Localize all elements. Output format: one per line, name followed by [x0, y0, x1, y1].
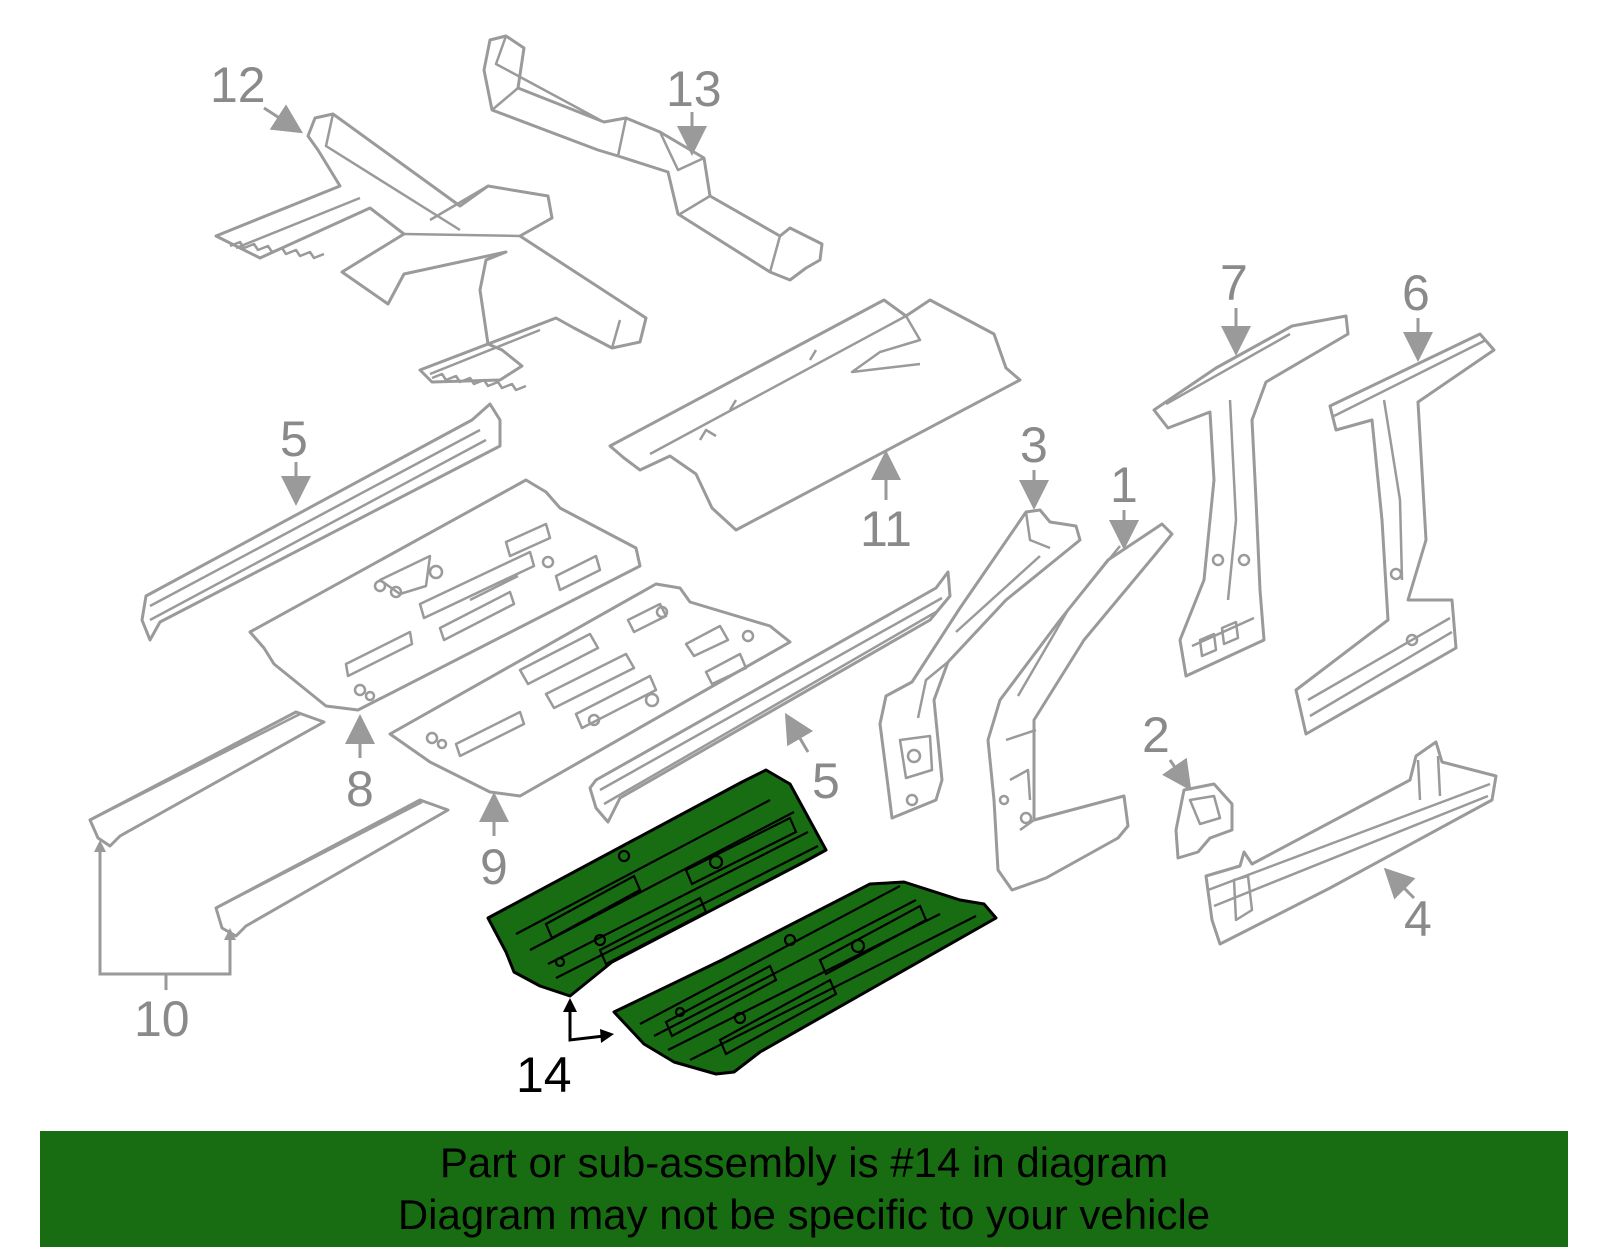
callout-11: 11	[860, 501, 912, 557]
info-banner: Part or sub-assembly is #14 in diagram D…	[40, 1131, 1568, 1247]
callout-5-upper: 5	[280, 411, 308, 467]
part-11-rear-floor-pan	[608, 298, 1022, 532]
part-8-floor-pan	[248, 478, 642, 712]
part-5-rocker-upper	[140, 402, 502, 642]
part-10-reinforcement	[88, 710, 450, 938]
part-13-rear-crossmember	[482, 34, 824, 282]
callout-10: 10	[134, 991, 190, 1047]
part-9-floor-pan	[388, 582, 792, 798]
part-4-rocker-outer	[1204, 740, 1498, 946]
part-6-b-pillar-outer	[1294, 332, 1496, 736]
part-5-rocker-lower	[588, 570, 952, 824]
callout-1: 1	[1110, 457, 1138, 513]
callout-8: 8	[346, 761, 374, 817]
callout-13: 13	[666, 61, 722, 117]
callout-6: 6	[1402, 265, 1430, 321]
callout-7: 7	[1220, 255, 1248, 311]
banner-line-1: Part or sub-assembly is #14 in diagram	[439, 1139, 1169, 1186]
callout-14: 14	[516, 1047, 572, 1103]
leader-lines	[94, 104, 1433, 1043]
callout-5-lower: 5	[812, 753, 840, 809]
callout-2: 2	[1142, 707, 1170, 763]
callout-labels: 12 13 5 11 3 1 7 6 8 9 5 2 4 10 14	[134, 57, 1432, 1103]
part-12-rear-crossmember	[214, 112, 648, 392]
callout-4: 4	[1404, 891, 1432, 947]
parts-diagram: 12 13 5 11 3 1 7 6 8 9 5 2 4 10 14	[88, 34, 1498, 1103]
callout-12: 12	[210, 57, 266, 113]
part-2-bracket	[1174, 782, 1234, 860]
part-7-b-pillar-inner	[1152, 314, 1350, 678]
part-3-a-pillar-inner	[878, 508, 1082, 820]
part-14-highlighted	[486, 768, 998, 1076]
banner-line-2: Diagram may not be specific to your vehi…	[397, 1191, 1211, 1238]
callout-3: 3	[1020, 417, 1048, 473]
part-1-front-pillar	[986, 522, 1174, 892]
callout-9: 9	[480, 839, 508, 895]
